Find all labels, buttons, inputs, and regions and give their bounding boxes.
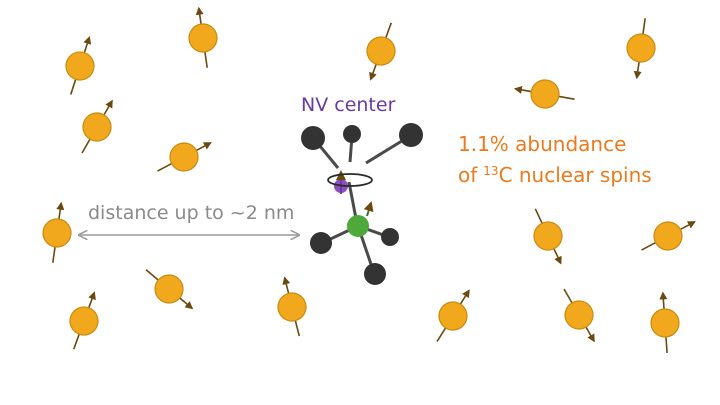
nuclear-spin-icon	[65, 35, 95, 95]
carbon-atom	[364, 263, 386, 285]
nv-center-molecule-icon	[301, 123, 423, 285]
precession-arrow	[327, 173, 373, 187]
nuclear-spin-icon	[42, 201, 72, 263]
carbon-atom	[343, 125, 361, 143]
nuclear-spins	[42, 6, 696, 353]
abundance-line-1: 1.1% abundance	[458, 132, 627, 156]
nuclear-spin-icon	[436, 289, 470, 342]
isotope-superscript: 13	[483, 164, 499, 178]
abundance-label: 1.1% abundance of 13C nuclear spins	[458, 131, 652, 189]
carbon-atom	[301, 126, 325, 150]
nuclear-spin-icon	[650, 291, 680, 353]
nuclear-spin-icon	[157, 142, 212, 172]
carbon-atom	[381, 228, 399, 246]
abundance-line-2: of 13C nuclear spins	[458, 158, 652, 189]
nuclear-spin-icon	[277, 276, 307, 337]
nuclear-spin-icon	[626, 18, 656, 80]
nuclear-spin-icon	[513, 79, 575, 109]
nuclear-spin-icon	[81, 99, 113, 154]
abundance-prefix: of	[458, 163, 478, 187]
nuclear-spin-icon	[563, 288, 595, 343]
abundance-suffix: C nuclear spins	[498, 163, 652, 187]
carbon-atom	[310, 232, 332, 254]
nuclear-spin-icon	[69, 291, 99, 350]
vacancy-atom	[347, 215, 369, 237]
nv-center-label: NV center	[301, 94, 396, 116]
carbon-atom	[399, 123, 423, 147]
distance-label: distance up to ~2 nm	[88, 202, 295, 224]
nuclear-spin-icon	[533, 208, 563, 265]
nuclear-spin-icon	[145, 269, 194, 310]
nuclear-spin-icon	[188, 6, 218, 68]
nuclear-spin-icon	[641, 221, 696, 251]
nuclear-spin-icon	[366, 22, 396, 81]
